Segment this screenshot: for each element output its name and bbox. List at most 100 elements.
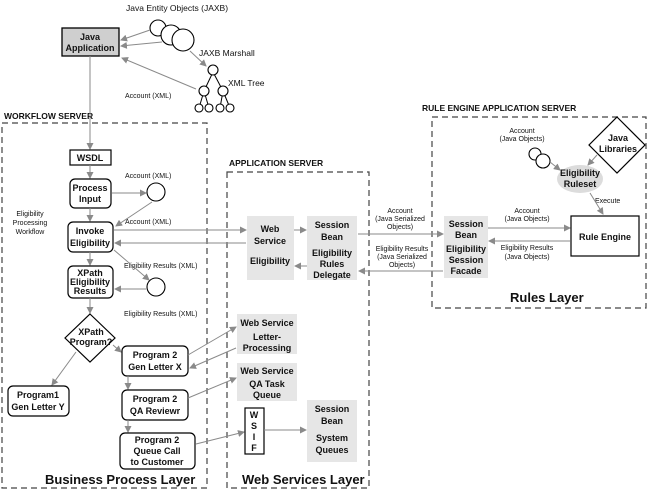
eligibility-results-java-objects-label: Eligibility Results xyxy=(501,245,554,252)
java-libraries-label: Libraries xyxy=(599,144,637,154)
web-service-eligibility-box xyxy=(247,216,294,280)
program1-gen-letter-y-label: Gen Letter Y xyxy=(11,402,64,412)
invoke-to-results-circle-arrow xyxy=(113,249,150,281)
letter-processing-ws-label: Processing xyxy=(243,343,292,353)
account-java-objects-1-label: (Java Objects) xyxy=(499,136,544,143)
session-bean-facade-box xyxy=(444,216,488,278)
program2-gen-letter-x-box xyxy=(121,345,189,377)
web-service-eligibility-label: Service xyxy=(254,236,286,246)
eligibility-results-circle xyxy=(146,277,166,297)
session-bean-facade-label: Facade xyxy=(450,266,481,276)
eligibility-processing-workflow-label: Eligibility xyxy=(16,211,44,218)
xpath-eligibility-results-label: Eligibility xyxy=(70,277,110,287)
session-bean-eligibility-rules-box xyxy=(307,216,357,280)
java-libraries-label: Java xyxy=(608,133,629,143)
session-bean-facade-label: Bean xyxy=(455,230,477,240)
wsif-box xyxy=(244,407,265,455)
eligibility-ruleset-blob xyxy=(557,165,603,193)
eligibility-processing-workflow-label: Workflow xyxy=(16,229,46,236)
xpath-eligibility-results-label: Results xyxy=(74,286,107,296)
session-bean-eligibility-rules-label: Bean xyxy=(321,232,343,242)
xpath-eligibility-results-label: XPath xyxy=(77,268,103,278)
xpath-program-label: Program? xyxy=(70,337,113,347)
account-xml-1-label: Account (XML) xyxy=(125,173,171,180)
qa-task-queue-ws-label: Queue xyxy=(253,390,281,400)
workflow-server-heading: WORKFLOW SERVER xyxy=(4,111,93,121)
rule-engine-box xyxy=(570,215,640,257)
wsif-label: W xyxy=(250,410,259,420)
ruleset-to-engine-arrow xyxy=(589,192,604,215)
entity-object-circle xyxy=(171,28,195,52)
jaxb-marshall-label: JAXB Marshall xyxy=(199,48,255,58)
entity-to-app-arrow xyxy=(120,41,163,49)
wsif-label: F xyxy=(251,443,257,453)
process-input-label: Input xyxy=(79,194,101,204)
eligibility-results-java-objects-label: (Java Objects) xyxy=(504,254,549,261)
account-to-invoke-arrow xyxy=(115,201,153,227)
program2-queue-call-label: Queue Call xyxy=(133,446,180,456)
letter-processing-ws-box xyxy=(237,314,297,354)
workflow-server-boundary xyxy=(1,122,208,489)
program2-queue-call-label: to Customer xyxy=(130,457,184,467)
eligibility-results-xml-2-label: Eligibility Results (XML) xyxy=(124,311,198,318)
eligibility-results-java-serialized-label: Eligibility Results xyxy=(376,246,429,253)
marshall-arrow xyxy=(189,50,207,67)
session-bean-system-queues-label: Queues xyxy=(315,445,348,455)
session-bean-system-queues-box xyxy=(307,400,357,462)
eligibility-ruleset-label: Ruleset xyxy=(564,179,597,189)
letter-ws-to-gen-x-arrow xyxy=(189,347,237,369)
session-bean-eligibility-rules-label: Eligibility xyxy=(312,248,352,258)
wsif-label: I xyxy=(253,432,256,442)
program-to-gen-x-arrow xyxy=(112,344,122,353)
session-bean-facade-label: Session xyxy=(449,255,484,265)
account-java-serialized-label: Account xyxy=(387,208,412,215)
web-services-layer-caption: Web Services Layer xyxy=(242,472,365,487)
java-application-label: Application xyxy=(66,43,115,53)
rule-engine-server-heading: RULE ENGINE APPLICATION SERVER xyxy=(422,103,576,113)
invoke-eligibility-label: Eligibility xyxy=(70,238,110,248)
queue-to-wsif-arrow xyxy=(195,430,245,445)
rules-layer-caption: Rules Layer xyxy=(510,290,584,305)
web-service-eligibility-label: Web xyxy=(261,224,280,234)
program2-queue-call-box xyxy=(119,432,196,470)
session-bean-eligibility-rules-label: Delegate xyxy=(313,270,351,280)
eligibility-processing-workflow-label: Processing xyxy=(13,220,48,227)
program2-qa-review-label: QA Reviewr xyxy=(130,406,181,416)
account-java-serialized-label: (Java Serialized xyxy=(375,216,425,223)
session-bean-system-queues-label: System xyxy=(316,433,348,443)
program2-gen-letter-x-label: Gen Letter X xyxy=(128,362,182,372)
application-server-boundary xyxy=(226,171,370,489)
eligibility-results-java-serialized-label: Objects) xyxy=(389,262,415,269)
eligibility-results-java-serialized-label: (Java Serialized xyxy=(377,254,427,261)
qa-task-queue-ws-label: QA Task xyxy=(249,379,286,389)
application-server-heading: APPLICATION SERVER xyxy=(229,158,323,168)
eligibility-results-xml-1-label: Eligibility Results (XML) xyxy=(124,263,198,270)
wsdl-label: WSDL xyxy=(77,153,104,163)
qa-task-queue-ws-label: Web Service xyxy=(240,366,293,376)
program2-gen-letter-x-label: Program 2 xyxy=(133,350,178,360)
xpath-program-label: XPath xyxy=(78,327,104,337)
account-java-objects-1-label: Account xyxy=(509,128,534,135)
program2-qa-review-box xyxy=(121,389,189,421)
rule-engine-label: Rule Engine xyxy=(579,232,631,242)
account-xml-2-label: Account (XML) xyxy=(125,219,171,226)
session-bean-eligibility-rules-label: Session xyxy=(315,220,350,230)
gen-x-to-letter-ws-arrow xyxy=(187,326,237,356)
session-bean-system-queues-label: Session xyxy=(315,404,350,414)
session-bean-facade-label: Eligibility xyxy=(446,244,486,254)
account-xml-top-label: Account (XML) xyxy=(125,93,171,100)
invoke-eligibility-label: Invoke xyxy=(76,226,105,236)
session-bean-eligibility-rules-label: Rules xyxy=(320,259,345,269)
program-to-gen-y-arrow xyxy=(51,351,77,386)
xpath-program-decision xyxy=(64,313,116,363)
account-java-objects-2-label: (Java Objects) xyxy=(504,216,549,223)
program2-queue-call-label: Program 2 xyxy=(135,435,180,445)
entity-to-app-arrow xyxy=(120,29,151,42)
letter-processing-ws-label: Letter- xyxy=(253,332,281,342)
program1-gen-letter-y-box xyxy=(7,385,70,417)
account-xml-1-circle xyxy=(146,182,166,202)
web-service-eligibility-label: Eligibility xyxy=(250,256,290,266)
xml-tree-label: XML Tree xyxy=(228,78,265,88)
account-java-serialized-label: Objects) xyxy=(387,224,413,231)
